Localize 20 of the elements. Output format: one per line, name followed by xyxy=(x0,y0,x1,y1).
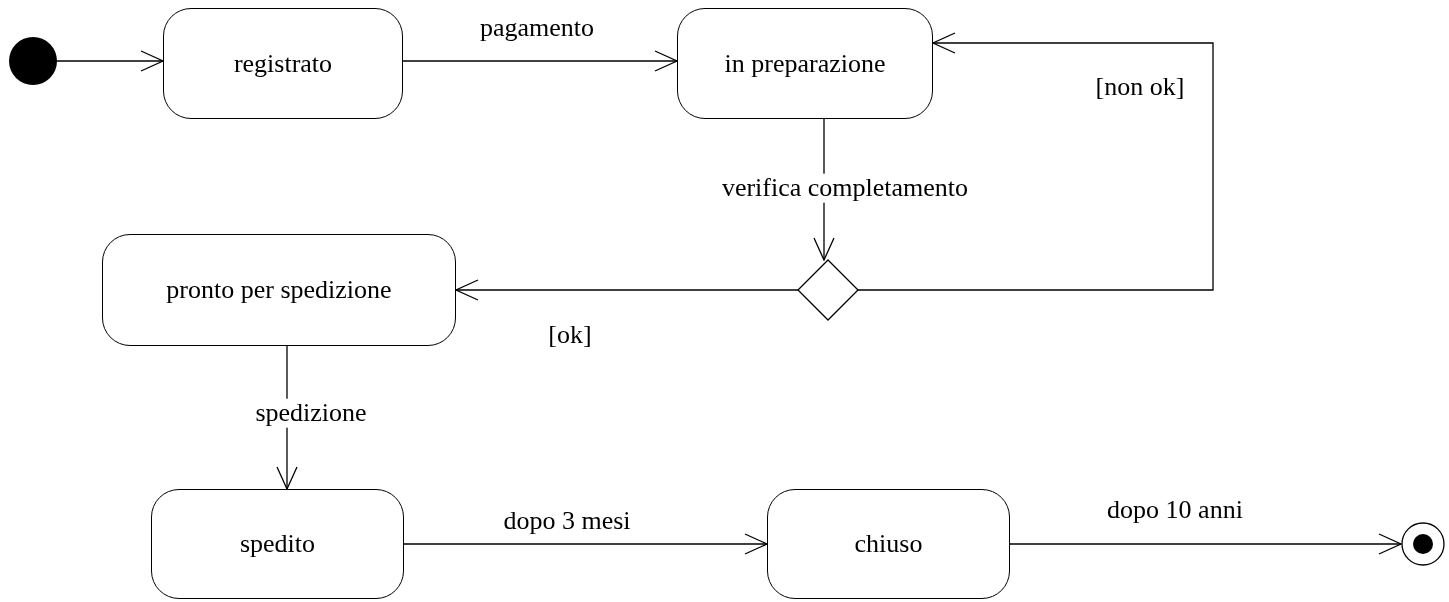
transition-arrow xyxy=(56,50,164,72)
state-box xyxy=(767,489,1010,599)
edge-label: spedizione xyxy=(253,398,369,428)
decision-diamond xyxy=(798,260,858,320)
state-name: registrato xyxy=(233,48,333,79)
state-box xyxy=(677,8,933,119)
transition-arrow xyxy=(455,279,799,301)
state-box xyxy=(102,234,456,346)
transition-arrow xyxy=(1009,533,1402,555)
initial-state-circle xyxy=(9,37,57,85)
state-name: spedito xyxy=(239,529,316,559)
final-state-circle xyxy=(1401,522,1445,566)
state-name: pronto per spedizione xyxy=(166,275,392,305)
state-name: in preparazione xyxy=(724,48,886,79)
state-box xyxy=(151,489,404,599)
state-box xyxy=(163,8,403,119)
transition-arrow xyxy=(857,32,1214,291)
transition-arrow xyxy=(403,533,768,555)
state-name: chiuso xyxy=(854,529,923,559)
transition-arrow xyxy=(402,50,678,72)
